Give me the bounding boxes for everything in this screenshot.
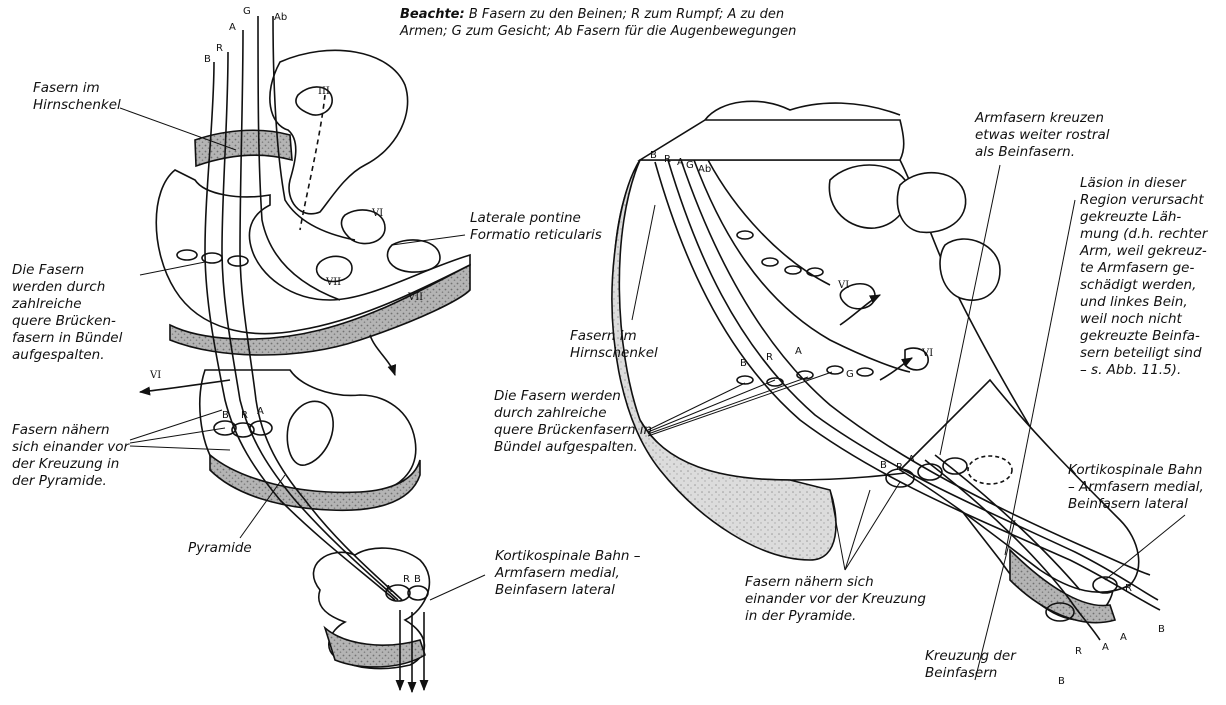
letter-b-out-2: B [1058, 676, 1065, 687]
left-midbrain-block [270, 50, 408, 213]
letter-r-pyr: R [896, 462, 903, 473]
label-fasern-hirnschenkel-left: Fasern imHirnschenkel [33, 80, 121, 114]
numeral-vi-right: VI [837, 280, 849, 291]
letter-b-mid: B [740, 358, 747, 369]
numeral-vi: VI [371, 208, 383, 219]
letter-a-out-2: A [1102, 642, 1109, 653]
right-midbrain-cap [640, 120, 904, 160]
letter-a-pyr: A [257, 406, 264, 417]
letter-ab: Ab [698, 164, 711, 175]
letter-r: R [216, 43, 223, 54]
letter-r: R [664, 154, 671, 165]
letter-a-mid: A [795, 346, 802, 357]
label-pyramide: Pyramide [188, 540, 252, 557]
letter-ab: Ab [274, 12, 287, 23]
letter-b: B [204, 54, 211, 65]
label-kortikospinale-right: Kortikospinale Bahn– Armfasern medial,Be… [1068, 462, 1204, 513]
letter-a: A [677, 157, 684, 168]
letter-g: G [243, 6, 251, 17]
label-buendel-left: Die Fasernwerden durchzahlreiche quere B… [12, 262, 122, 364]
left-figure [140, 16, 470, 692]
letter-r-mid: R [766, 352, 773, 363]
numeral-vi-2: VI [149, 370, 161, 381]
right-top-wave [705, 101, 900, 120]
right-figure [612, 101, 1160, 640]
letter-b-pyr: B [222, 410, 229, 421]
nucleus-vii-lower [370, 335, 395, 375]
numeral-iii: III [318, 86, 330, 97]
letter-b-cord: B [414, 574, 421, 585]
letter-a-cord: A [385, 584, 392, 595]
letter-g-mid: G [846, 369, 854, 380]
cerebellum-lobe-2 [897, 173, 965, 233]
letter-b-pyr: B [880, 460, 887, 471]
numeral-vii-2: VII [407, 292, 423, 303]
numeral-vi-right-2: VI [921, 348, 933, 359]
cerebellum-lobe-3 [940, 239, 1000, 300]
numeral-vii: VII [325, 277, 341, 288]
letter-g: G [686, 160, 694, 171]
letter-r-pyr: R [241, 410, 248, 421]
letter-b: B [650, 150, 657, 161]
letter-r-out-2: R [1075, 646, 1082, 657]
letter-a: A [229, 22, 236, 33]
letter-a-pyr: A [908, 454, 915, 465]
label-naehern-left: Fasern nähernsich einander vorder Kreuzu… [12, 422, 129, 490]
letter-a-out: A [1120, 632, 1127, 643]
letter-r-out: R [1125, 583, 1132, 594]
letter-r-cord: R [403, 574, 410, 585]
letter-b-out: B [1158, 624, 1165, 635]
label-kortikospinale-left: Kortikospinale Bahn –Armfasern medial,Be… [495, 548, 641, 599]
